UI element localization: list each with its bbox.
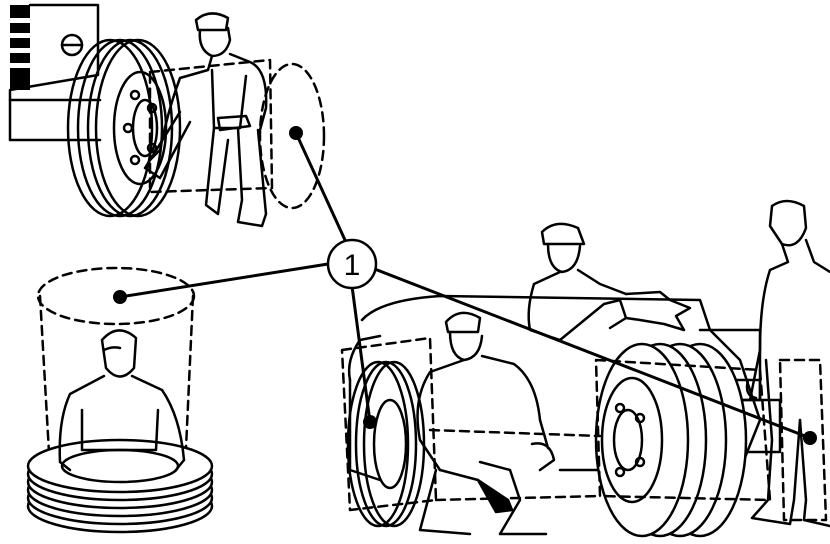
front-wheel <box>348 362 424 526</box>
callout-label: 1 <box>344 249 361 282</box>
scene-vehicle-service <box>342 201 830 536</box>
leader-line-top <box>296 133 345 240</box>
rear-dual-wheel <box>596 344 746 536</box>
standing-mechanic <box>529 224 690 340</box>
highlight-zone-lift-right <box>185 296 193 470</box>
callout-marker: 1 <box>328 240 376 288</box>
scene-wheel-nut-tightening <box>10 5 324 226</box>
leader-line-left <box>120 264 328 297</box>
highlight-zone-lift-left <box>40 296 50 470</box>
mechanic-figure <box>145 13 266 226</box>
leader-line-right <box>372 268 810 438</box>
scene-tire-stack-lifting <box>28 268 212 532</box>
highlight-zone-wheel <box>150 60 272 192</box>
highlight-zone-underbody <box>430 430 600 500</box>
vehicle-tire <box>68 40 180 216</box>
highlight-zone-supervisor <box>780 360 826 520</box>
